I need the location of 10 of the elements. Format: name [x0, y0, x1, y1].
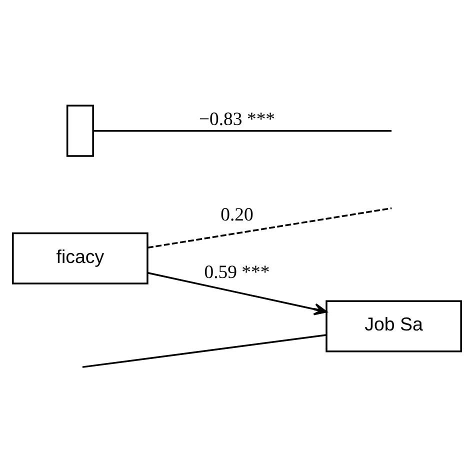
- connector: [82, 334, 326, 368]
- edge-label: −0.83 ***: [198, 108, 276, 130]
- node-box: [66, 104, 94, 156]
- edge-label: 0.20: [220, 204, 254, 226]
- node-box: ficacy: [12, 232, 148, 284]
- node-box: Job Sa: [326, 300, 462, 352]
- edge-label: 0.59 ***: [204, 262, 270, 283]
- arrow: [148, 272, 328, 315]
- connector: [93, 129, 392, 132]
- connector: [148, 206, 392, 248]
